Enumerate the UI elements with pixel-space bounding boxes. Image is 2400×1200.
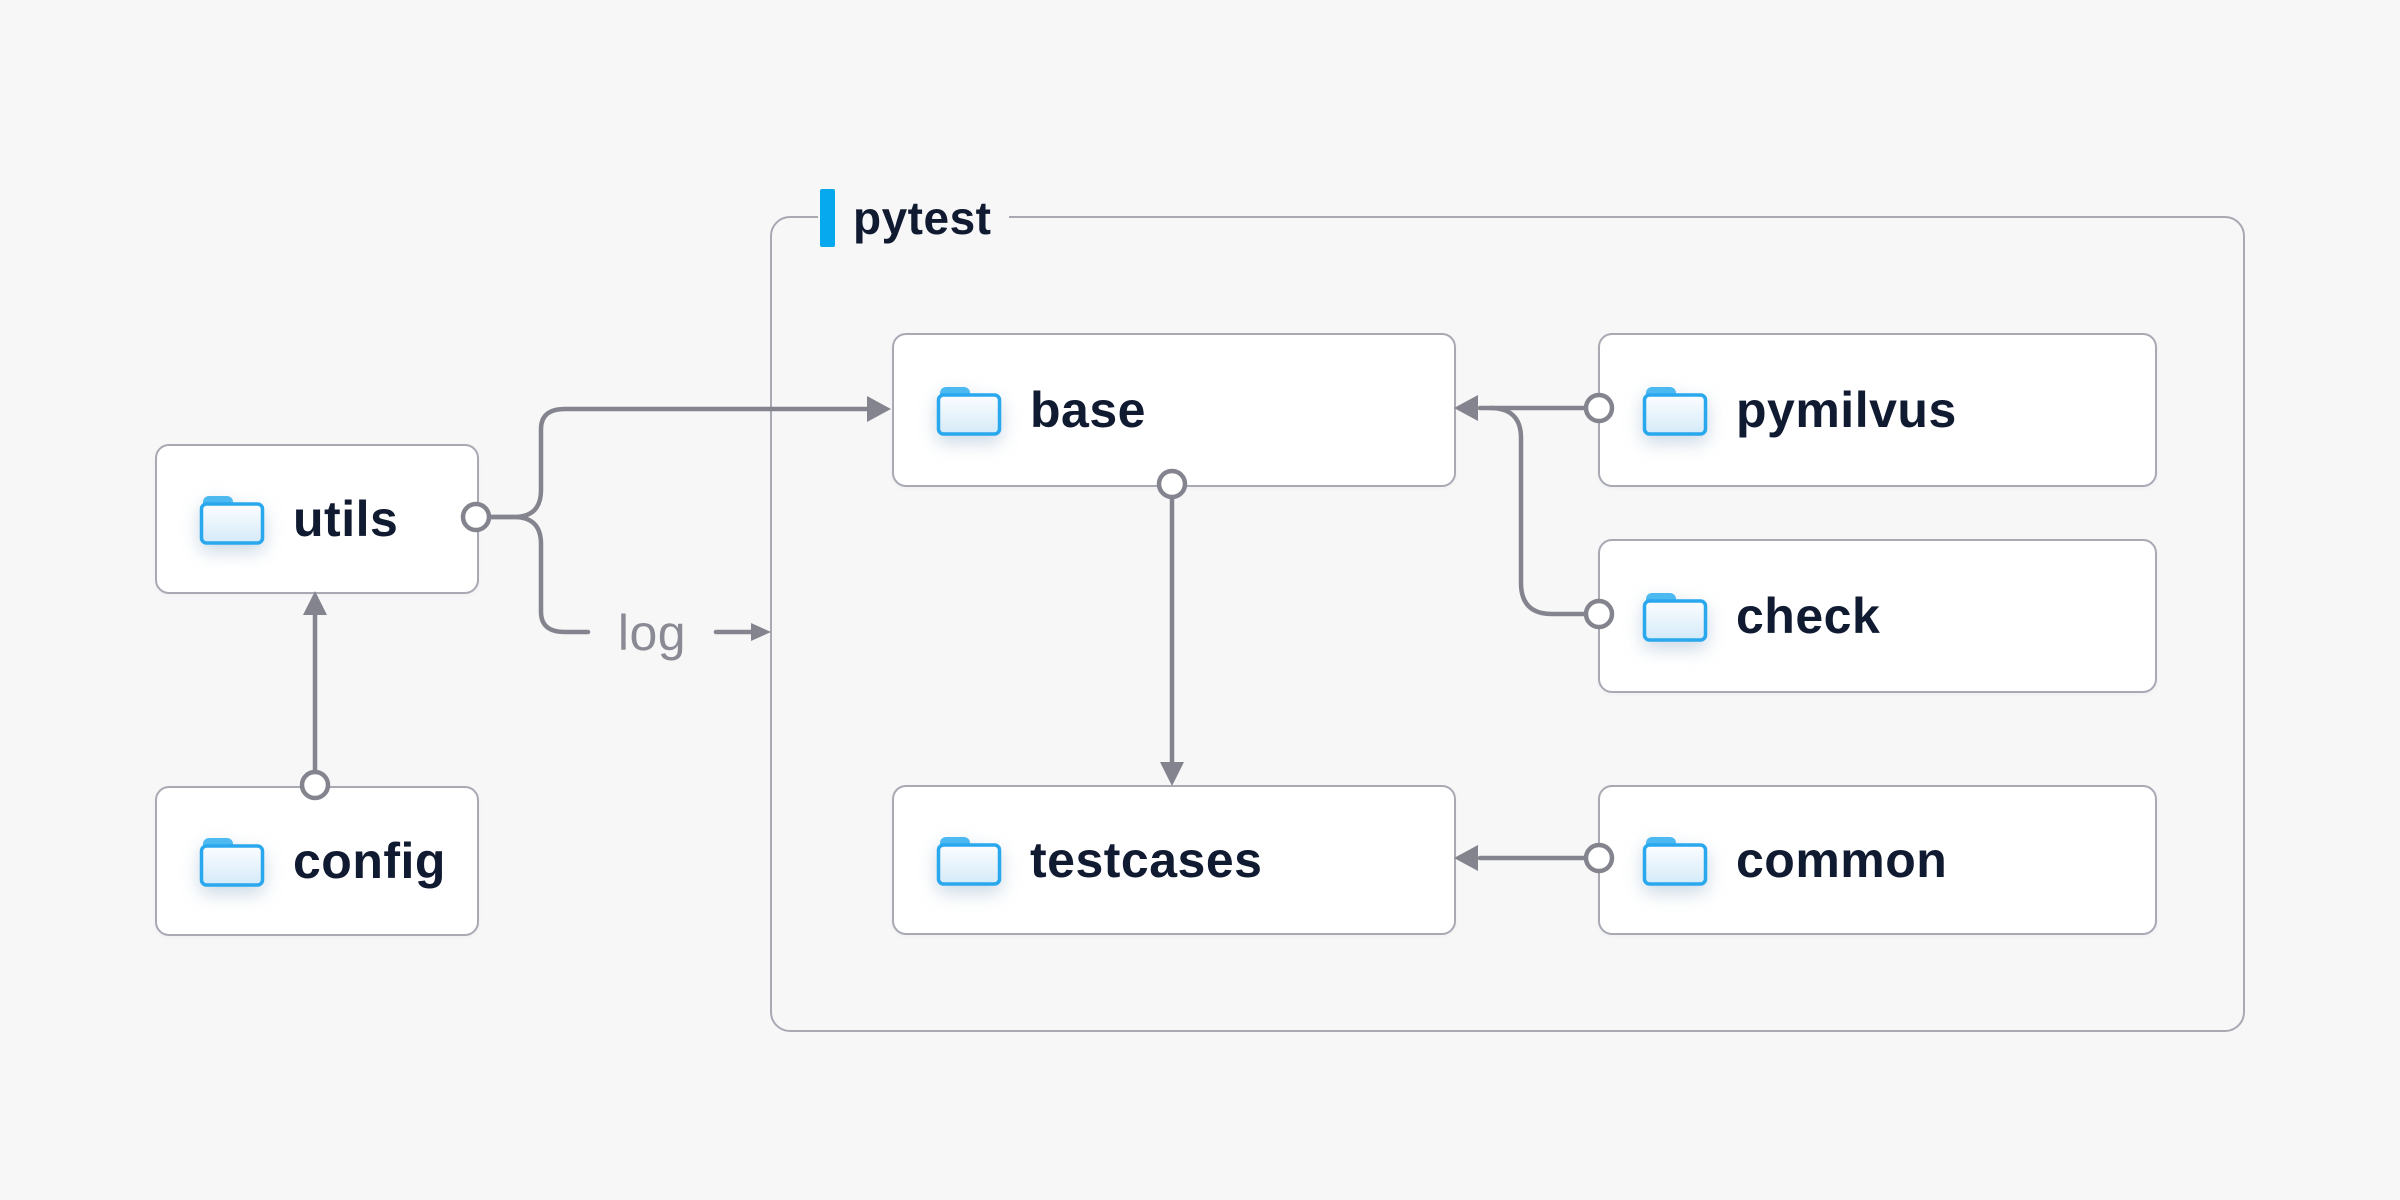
folder-icon	[936, 837, 1002, 886]
node-common: common	[1598, 785, 2157, 935]
node-pymilvus: pymilvus	[1598, 333, 2157, 487]
node-config: config	[155, 786, 479, 936]
folder-icon	[1642, 593, 1708, 642]
folder-icon	[199, 496, 265, 545]
node-utils: utils	[155, 444, 479, 594]
node-check-label: check	[1736, 588, 1881, 644]
group-pytest-title: pytest	[853, 192, 992, 244]
node-testcases-label: testcases	[1030, 832, 1263, 888]
node-check: check	[1598, 539, 2157, 693]
group-pytest: pytest	[770, 189, 2245, 1032]
arrowhead-log-into-group	[751, 623, 771, 641]
node-utils-label: utils	[293, 491, 399, 547]
node-base: base	[892, 333, 1456, 487]
node-base-label: base	[1030, 382, 1146, 438]
node-common-label: common	[1736, 832, 1948, 888]
accent-bar	[820, 189, 835, 247]
folder-icon	[936, 387, 1002, 436]
folder-icon	[199, 838, 265, 887]
group-pytest-label: pytest	[818, 189, 1010, 247]
node-testcases: testcases	[892, 785, 1456, 935]
edge-label-log: log	[617, 605, 687, 661]
arrowhead-into-utils	[303, 591, 327, 615]
node-config-label: config	[293, 833, 446, 889]
folder-icon	[1642, 387, 1708, 436]
edge-utils-log	[486, 514, 591, 635]
node-pymilvus-label: pymilvus	[1736, 382, 1957, 438]
folder-icon	[1642, 837, 1708, 886]
